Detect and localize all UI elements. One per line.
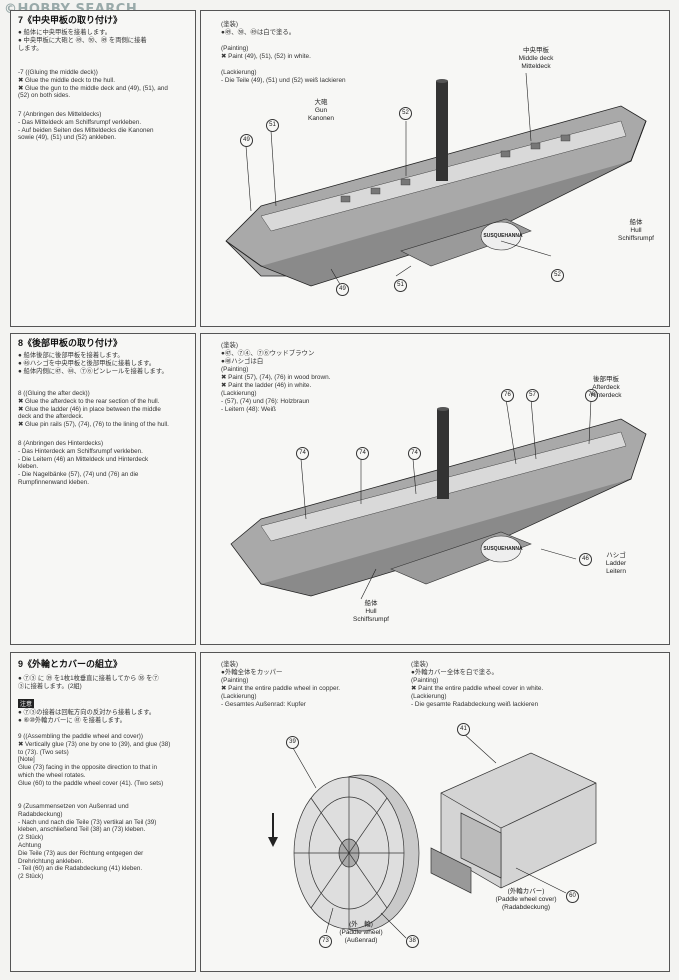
step9-part-39: 39 [286,736,299,749]
step8-part-76-a: 76 [501,389,514,402]
step7-part-51-top: 51 [266,119,279,132]
step7-ship-name: SUSQUEHANNA [483,233,523,239]
step8-title: 8《後部甲板の取り付け》 [18,338,123,348]
step8-label-ladder: ハシゴ Ladder Leitern [605,552,627,575]
step9-parts-illustration [268,732,597,939]
step8-part-46: 46 [579,553,592,566]
step7-part-49-bottom: 49 [336,283,349,296]
step8-part-74-c: 74 [408,447,421,460]
step7-figure-panel: (塗装) ●㊾、㊿、㊾は白で塗る。 (Painting) ✖ Paint (49… [200,10,670,327]
step9-painting-wheel: (塗装) ●外輪全体をカッパー (Painting) ✖ Paint the e… [221,661,341,708]
step8-text-panel: 8《後部甲板の取り付け》 ● 船体後部に後部甲板を接着します。 ● ㊻ハシゴを中… [10,333,196,645]
step9-painting-cover: (塗装) ●外輪カバー全体を白で塗る。 (Painting) ✖ Paint t… [411,661,544,708]
step7-label-hull: 船体 Hull Schiffsrumpf [617,219,654,242]
step7-text-panel: 7《中央甲板の取り付け》 ● 船体に中央甲板を接着します。 ● 中央甲板に大砲と… [10,10,196,327]
step7-en: -7 ((Gluing the middle deck)) ✖ Glue the… [18,69,168,100]
step8-en: 8 ((Gluing the after deck)) ✖ Glue the a… [18,390,169,429]
step7-jp: ● 船体に中央甲板を接着します。 ● 中央甲板に大砲と ㊾、㊿、㊾ を両側に接着… [18,29,147,52]
step8-ship-name: SUSQUEHANNA [483,546,523,552]
step9-en: 9 ((Assembling the paddle wheel and cove… [18,733,171,787]
step7-part-52-bottom: 52 [551,269,564,282]
step7-painting: (塗装) ●㊾、㊿、㊾は白で塗る。 (Painting) ✖ Paint (49… [221,21,346,84]
step9-part-60: 60 [566,890,579,903]
step7-label-gun: 大砲 Gun Kanonen [307,99,335,122]
step7-ship-illustration [225,72,647,287]
step8-painting: (塗装) ●㊼、⑦④、⑦⑥ウッドブラウン ●㊻ハシゴは白 (Painting) … [221,342,331,413]
step9-part-38: 38 [406,935,419,948]
step9-label-cover: (外輪カバー) (Paddle wheel cover) (Radabdecku… [495,888,557,911]
step9-label-wheel: (外 輪) (Paddle wheel) (Außenrad) [339,921,383,944]
step7-label-middle-deck: 中央甲板 Middle deck Mitteldeck [518,47,554,70]
step8-label-afterdeck: 後部甲板 Afterdeck Hinterdeck [590,376,622,399]
step7-title: 7《中央甲板の取り付け》 [18,15,123,25]
step8-part-57: 57 [526,389,539,402]
step8-figure-panel: (塗装) ●㊼、⑦④、⑦⑥ウッドブラウン ●㊻ハシゴは白 (Painting) … [200,333,670,645]
step8-part-74-b: 74 [356,447,369,460]
step8-part-74-a: 74 [296,447,309,460]
step7-part-51-bottom: 51 [394,279,407,292]
step9-note-badge: 注意 [18,699,35,708]
step8-ship-illustration [230,398,647,600]
step8-label-hull: 船体 Hull Schiffsrumpf [352,600,389,623]
step8-part-76-b: 76 [585,389,598,402]
step8-jp: ● 船体後部に後部甲板を接着します。 ● ㊻ハシゴを中央甲板と後部甲板に接着しま… [18,352,168,375]
step9-de: 9 (Zusammensetzen von Außenrad und Radab… [18,803,157,881]
step9-part-73: 73 [319,935,332,948]
step7-part-52-top: 52 [399,107,412,120]
step9-title: 9《外輪とカバーの組立》 [18,659,123,669]
step9-figure-panel: (塗装) ●外輪全体をカッパー (Painting) ✖ Paint the e… [200,652,670,972]
step8-de: 8 (Anbringen des Hinterdecks) - Das Hint… [18,440,149,486]
step7-de: 7 (Anbringen des Mitteldecks) - Das Mitt… [18,111,154,142]
step9-jp: ● ⑦③ に ㊴ を1枚1枚垂直に接着してから ㊳ を⑦ ③に接着します。(2組… [18,675,159,690]
step9-text-panel: 9《外輪とカバーの組立》 ● ⑦③ に ㊴ を1枚1枚垂直に接着してから ㊳ を… [10,652,196,972]
step7-part-49-top: 49 [240,134,253,147]
step9-part-41: 41 [457,723,470,736]
step9-jp2: ● ⑦③の接着は回転方向の反対から接着します。 ● ⑥⑩外輪カバーに ㊶ を接着… [18,709,156,724]
